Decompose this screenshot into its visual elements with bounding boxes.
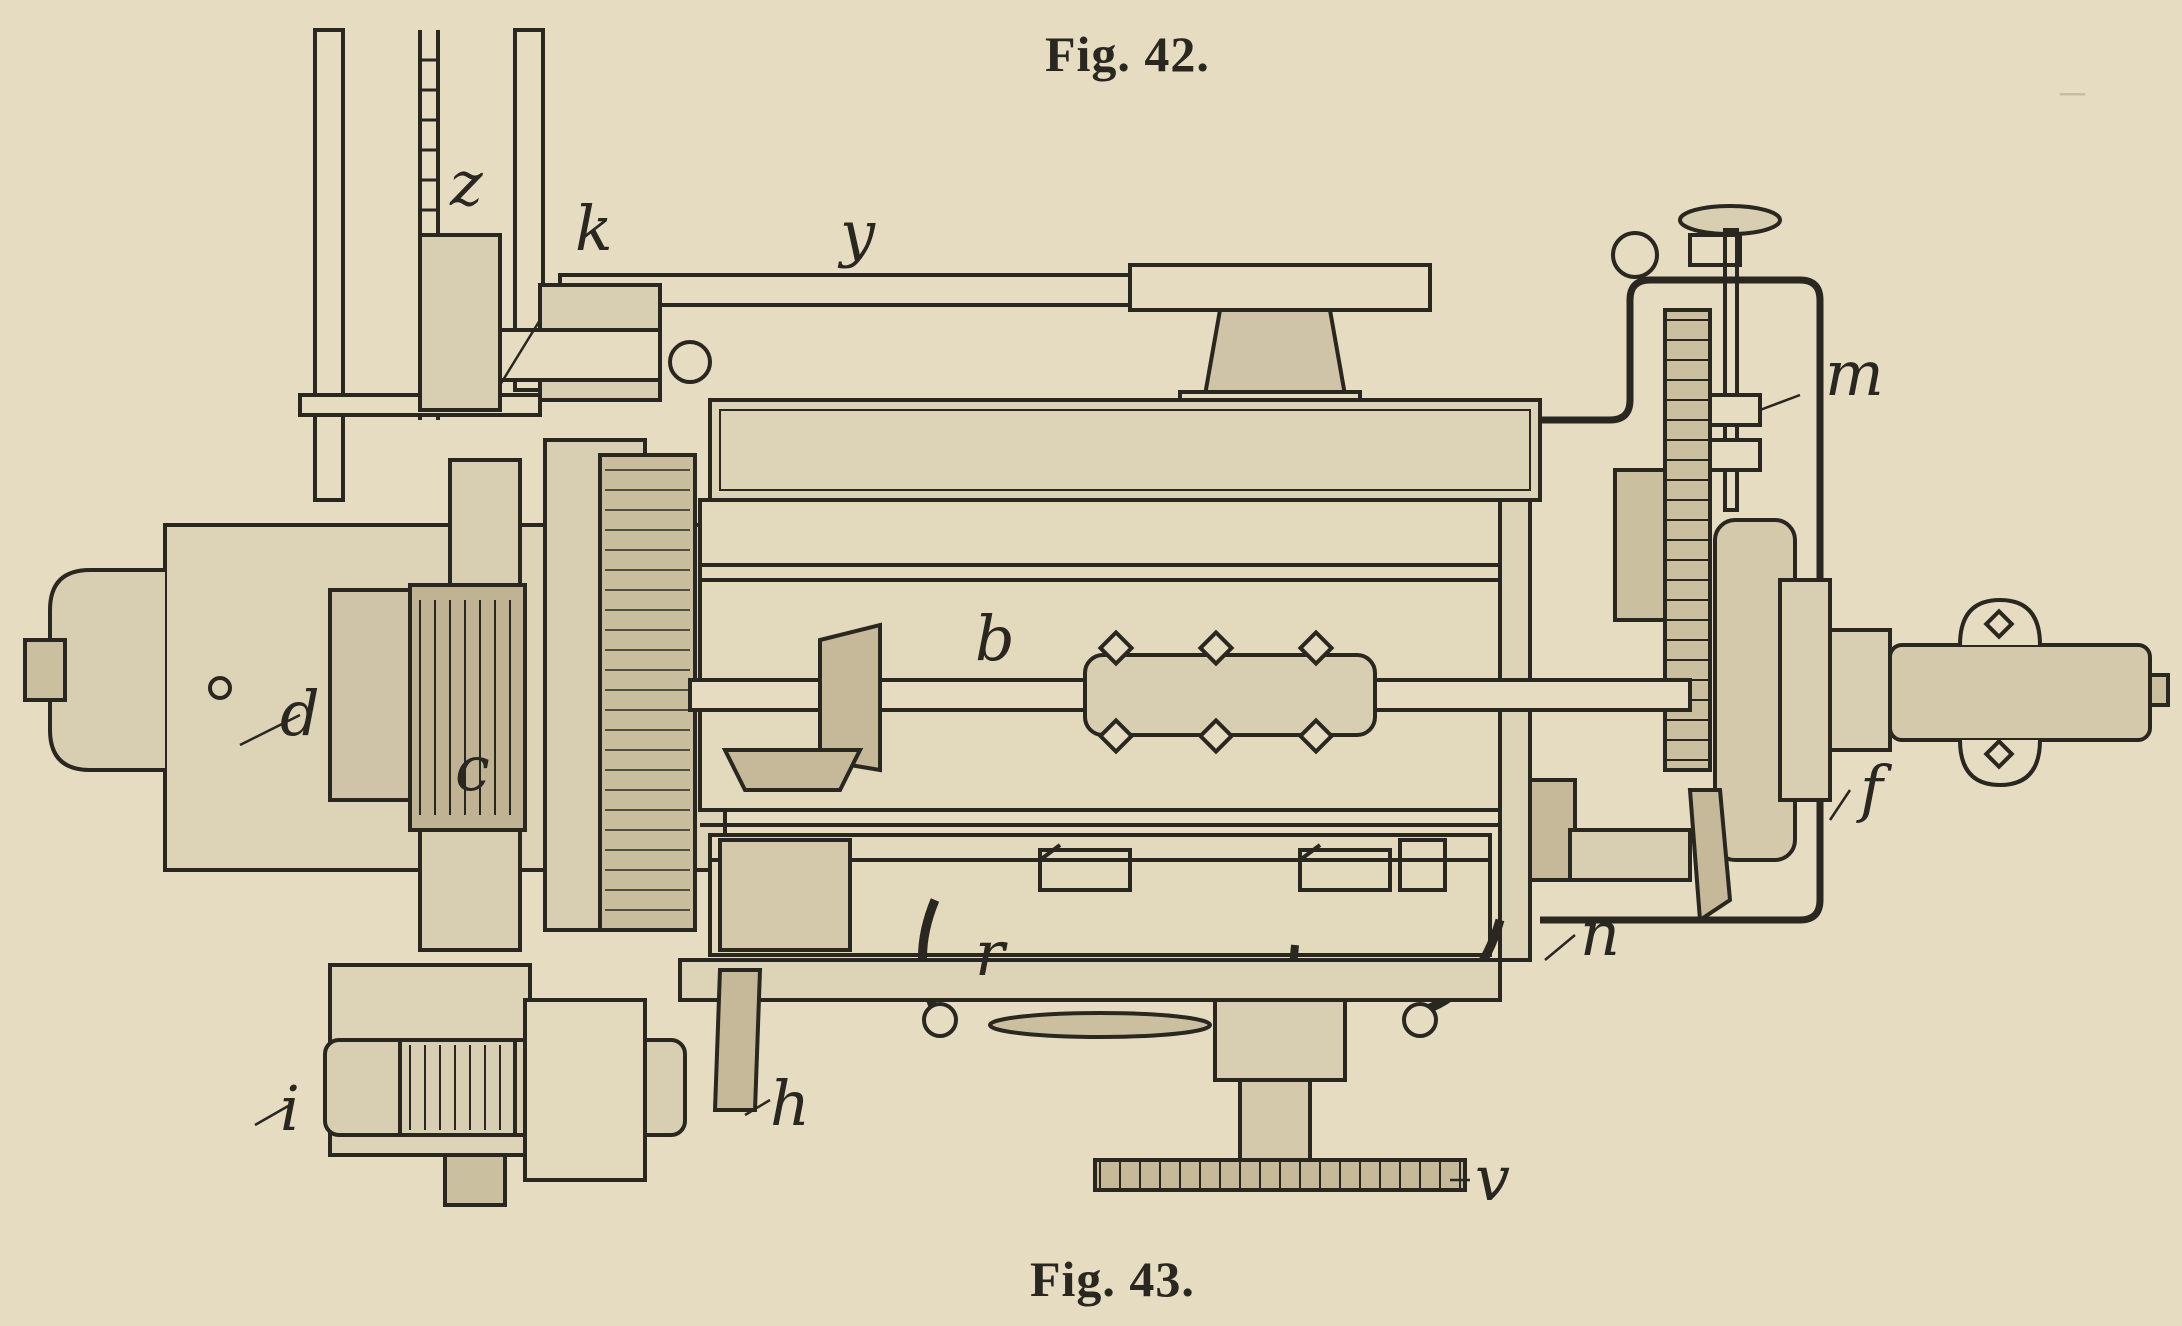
figure-caption-top: Fig. 42. — [1045, 26, 1210, 82]
lower-slide — [708, 833, 1492, 957]
figure-caption-bottom: Fig. 43. — [1030, 1251, 1195, 1307]
label-d: d — [280, 677, 320, 750]
chuck-d — [328, 458, 527, 952]
label-h: h — [770, 1067, 810, 1140]
label-b: b — [975, 602, 1015, 675]
right-spindle — [1828, 597, 2170, 788]
worm-shaft-i — [323, 963, 687, 1207]
carrier-k — [418, 233, 712, 412]
label-r: r — [975, 917, 1008, 990]
label-i: i — [280, 1072, 300, 1145]
label-m: m — [1825, 337, 1884, 410]
upper-housing — [708, 398, 1542, 502]
label-v: v — [1475, 1142, 1510, 1215]
right-frame-bracket — [1540, 231, 1824, 924]
label-c: c — [455, 732, 490, 805]
label-y: y — [837, 197, 876, 270]
gear-cone-right — [1528, 778, 1733, 924]
bleed-through-text: – — [2060, 61, 2085, 117]
leader-lines — [239, 319, 1852, 1182]
large-gear — [1613, 308, 1832, 862]
label-f: f — [1856, 752, 1893, 825]
label-k: k — [575, 192, 613, 265]
label-n: n — [1580, 897, 1620, 970]
left-end-cap — [23, 568, 232, 772]
pulley-left — [543, 438, 697, 932]
part-labels: z k y m b d c f n r h i v — [280, 147, 1893, 1215]
bevel-gear-upper — [721, 622, 882, 792]
belt-link-y — [558, 263, 1432, 409]
lower-assembly — [678, 958, 1502, 1192]
label-z: z — [449, 147, 483, 220]
